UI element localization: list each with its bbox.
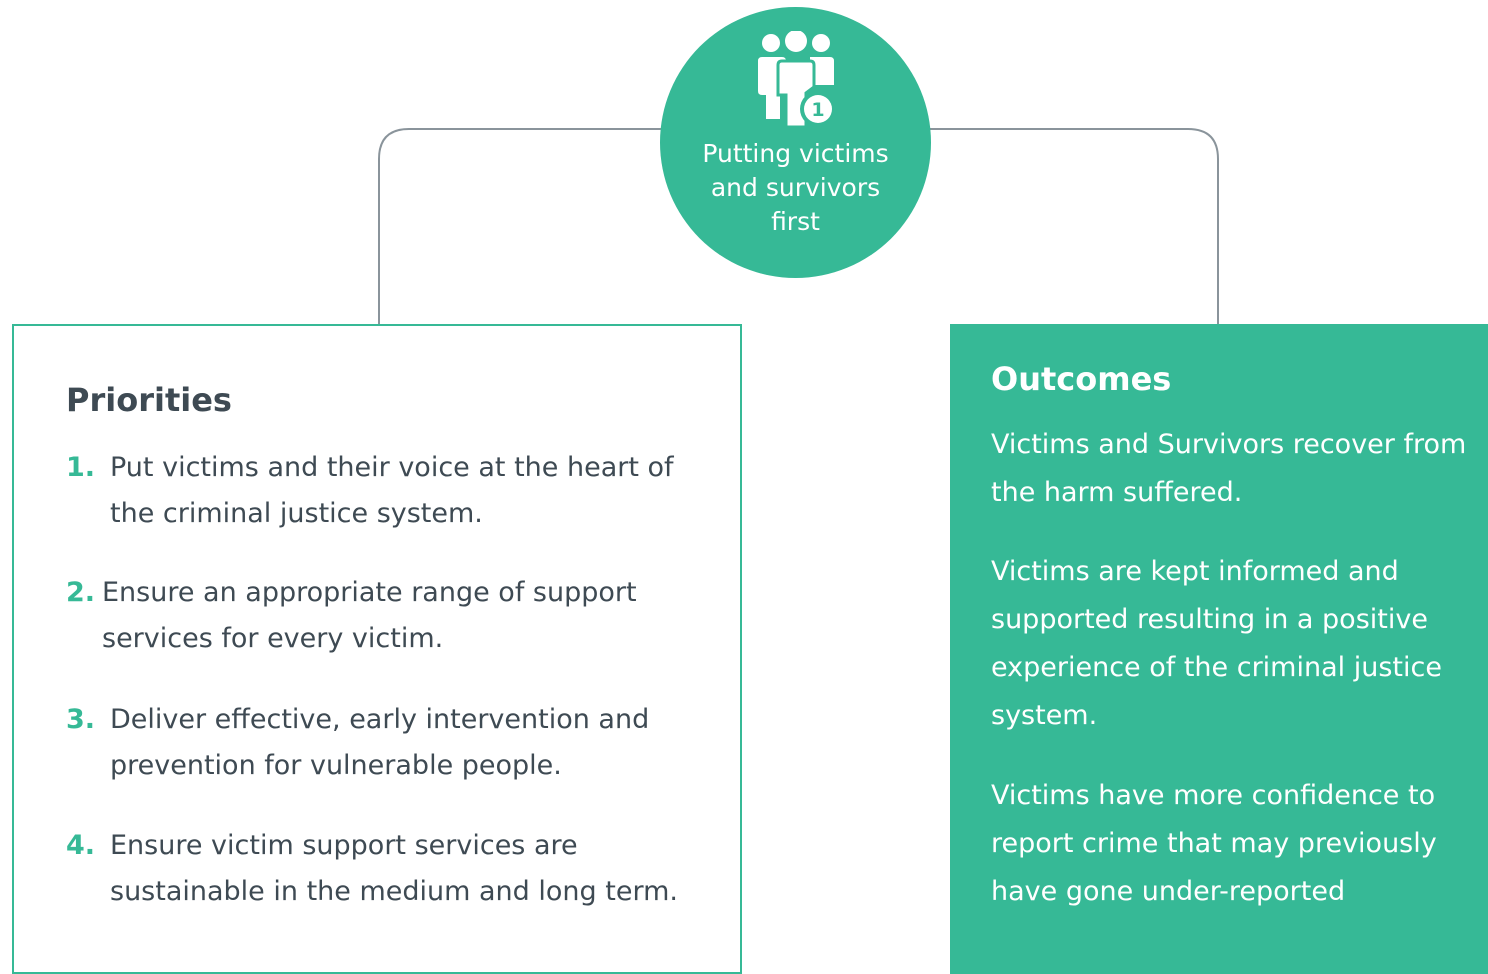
priority-item: 3. Deliver effective, early intervention… (66, 697, 686, 789)
priority-number: 1. (66, 452, 96, 483)
priority-item: 4. Ensure victim support services are su… (66, 823, 686, 915)
outcome-item: Victims have more confidence to report c… (991, 780, 1437, 907)
outcomes-heading: Outcomes (991, 360, 1172, 398)
outcome-item: Victims and Survivors recover from the h… (991, 429, 1467, 508)
left-connector (378, 128, 664, 324)
hub-circle: 1 Putting victims and survivors first (660, 7, 931, 278)
priority-text: Deliver effective, early intervention an… (110, 704, 650, 781)
priorities-panel: Priorities 1. Put victims and their voic… (12, 324, 742, 974)
priority-item: 1. Put victims and their voice at the he… (66, 445, 686, 537)
outcomes-panel: Outcomes Victims and Survivors recover f… (950, 324, 1488, 974)
priority-text: Ensure victim support services are susta… (110, 830, 678, 907)
right-connector (927, 128, 1219, 324)
hub-title: Putting victims and survivors first (702, 139, 889, 236)
outcome-item: Victims are kept informed and supported … (991, 556, 1442, 731)
priority-number: 2. (66, 577, 96, 608)
hub-icon-badge: 1 (811, 99, 824, 121)
priority-item: 2. Ensure an appropriate range of suppor… (66, 570, 686, 662)
priority-text: Ensure an appropriate range of support s… (102, 577, 637, 654)
priority-text: Put victims and their voice at the heart… (110, 452, 674, 529)
people-group-number-one-icon: 1 (757, 31, 836, 129)
priority-number: 4. (66, 830, 96, 861)
priority-number: 3. (66, 704, 96, 735)
priorities-heading: Priorities (66, 381, 232, 419)
